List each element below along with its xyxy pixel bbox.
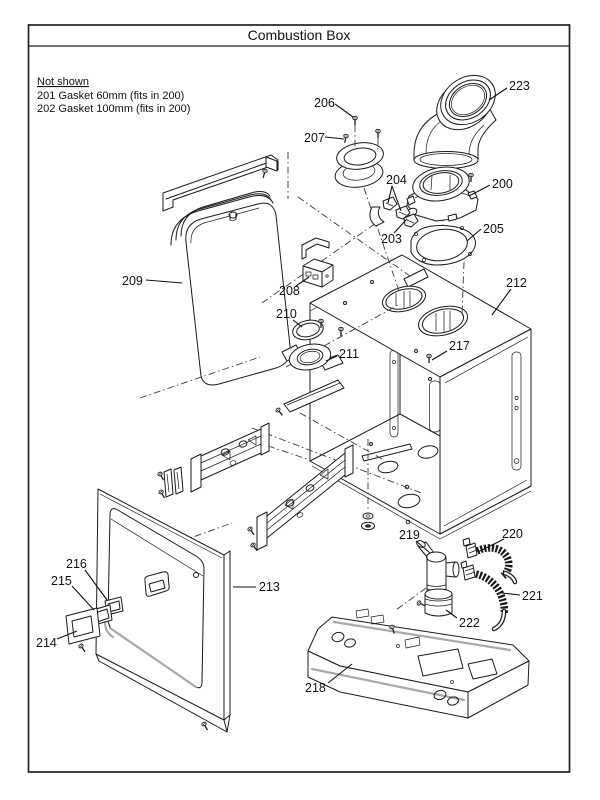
leader-line-211 — [325, 355, 338, 362]
leader-line-218 — [327, 663, 353, 684]
leader-line-204 — [387, 185, 393, 204]
leader-line-204 — [391, 185, 402, 212]
part-label-223: 223 — [509, 79, 530, 93]
note-heading: Not shown — [37, 76, 89, 88]
leader-line-208 — [295, 276, 310, 287]
part-label-220: 220 — [502, 527, 523, 541]
leader-line-223 — [488, 87, 508, 101]
part-label-212: 212 — [506, 276, 527, 290]
leader-line-207 — [324, 136, 345, 140]
part-label-200: 200 — [492, 177, 513, 191]
leader-line-219 — [415, 540, 431, 554]
part-label-207: 207 — [304, 131, 325, 145]
part-label-219: 219 — [399, 528, 420, 542]
support-bar — [283, 379, 345, 413]
leader-line-215 — [71, 585, 95, 611]
part-label-213: 213 — [259, 580, 280, 594]
retaining-clips — [163, 466, 184, 498]
note-line-201: 201 Gasket 60mm (fits in 200) — [37, 90, 184, 102]
leader-line-217 — [431, 350, 448, 361]
mounting-rail-strip — [162, 154, 279, 212]
flue-elbow-223 — [413, 74, 497, 169]
diagram-title: Combustion Box — [248, 27, 351, 43]
flange-rings-207 — [334, 142, 384, 188]
part-label-218: 218 — [305, 681, 326, 695]
combustion-box-212 — [309, 254, 532, 540]
part-label-203: 203 — [381, 232, 402, 246]
not-shown-note: Not shown 201 Gasket 60mm (fits in 200) … — [37, 76, 190, 115]
part-label-204: 204 — [386, 173, 407, 187]
lower-wall-bracket — [256, 444, 354, 551]
part-labels: 200 203 204 205 206 207 208 209 210 211 212 213 214 2… — [36, 79, 543, 695]
leader-line-203 — [393, 218, 408, 234]
part-label-217: 217 — [449, 339, 470, 353]
leader-line-205 — [466, 228, 482, 242]
part-label-205: 205 — [483, 222, 504, 236]
part-label-211: 211 — [339, 347, 359, 361]
part-label-210: 210 — [276, 307, 297, 321]
drain-hose-220 — [462, 537, 518, 585]
washer-and-nut — [361, 512, 375, 531]
flue-adapter-200 — [406, 166, 479, 222]
upper-wall-bracket — [190, 422, 270, 493]
note-line-202: 202 Gasket 100mm (fits in 200) — [37, 103, 190, 115]
part-label-206: 206 — [314, 96, 335, 110]
part-label-208: 208 — [279, 284, 300, 298]
drain-hose-221 — [460, 560, 509, 632]
leader-line-206 — [334, 103, 354, 118]
leader-line-212 — [491, 288, 512, 316]
part-label-214: 214 — [36, 636, 57, 650]
vessel-209 — [170, 191, 291, 386]
part-label-216: 216 — [66, 557, 87, 571]
winged-flange-211 — [281, 343, 344, 371]
leader-line-220 — [477, 538, 505, 553]
sight-glass-frames — [65, 596, 124, 645]
part-label-221: 221 — [522, 589, 543, 603]
leader-line-214 — [56, 630, 78, 640]
leader-line-222 — [445, 609, 458, 619]
control-box-208 — [301, 237, 334, 288]
leader-line-221 — [501, 592, 521, 596]
part-label-209: 209 — [122, 274, 143, 288]
leader-line-200 — [468, 184, 491, 197]
part-label-222: 222 — [459, 616, 480, 630]
part-label-215: 215 — [51, 574, 72, 588]
door-panel-213 — [95, 488, 231, 733]
burner-clips-203-204 — [369, 196, 419, 228]
gasket-205 — [410, 225, 476, 266]
page-frame — [27, 24, 571, 773]
leader-line-210 — [292, 319, 303, 328]
leader-line-209 — [145, 279, 183, 284]
leader-line-216 — [84, 569, 108, 601]
